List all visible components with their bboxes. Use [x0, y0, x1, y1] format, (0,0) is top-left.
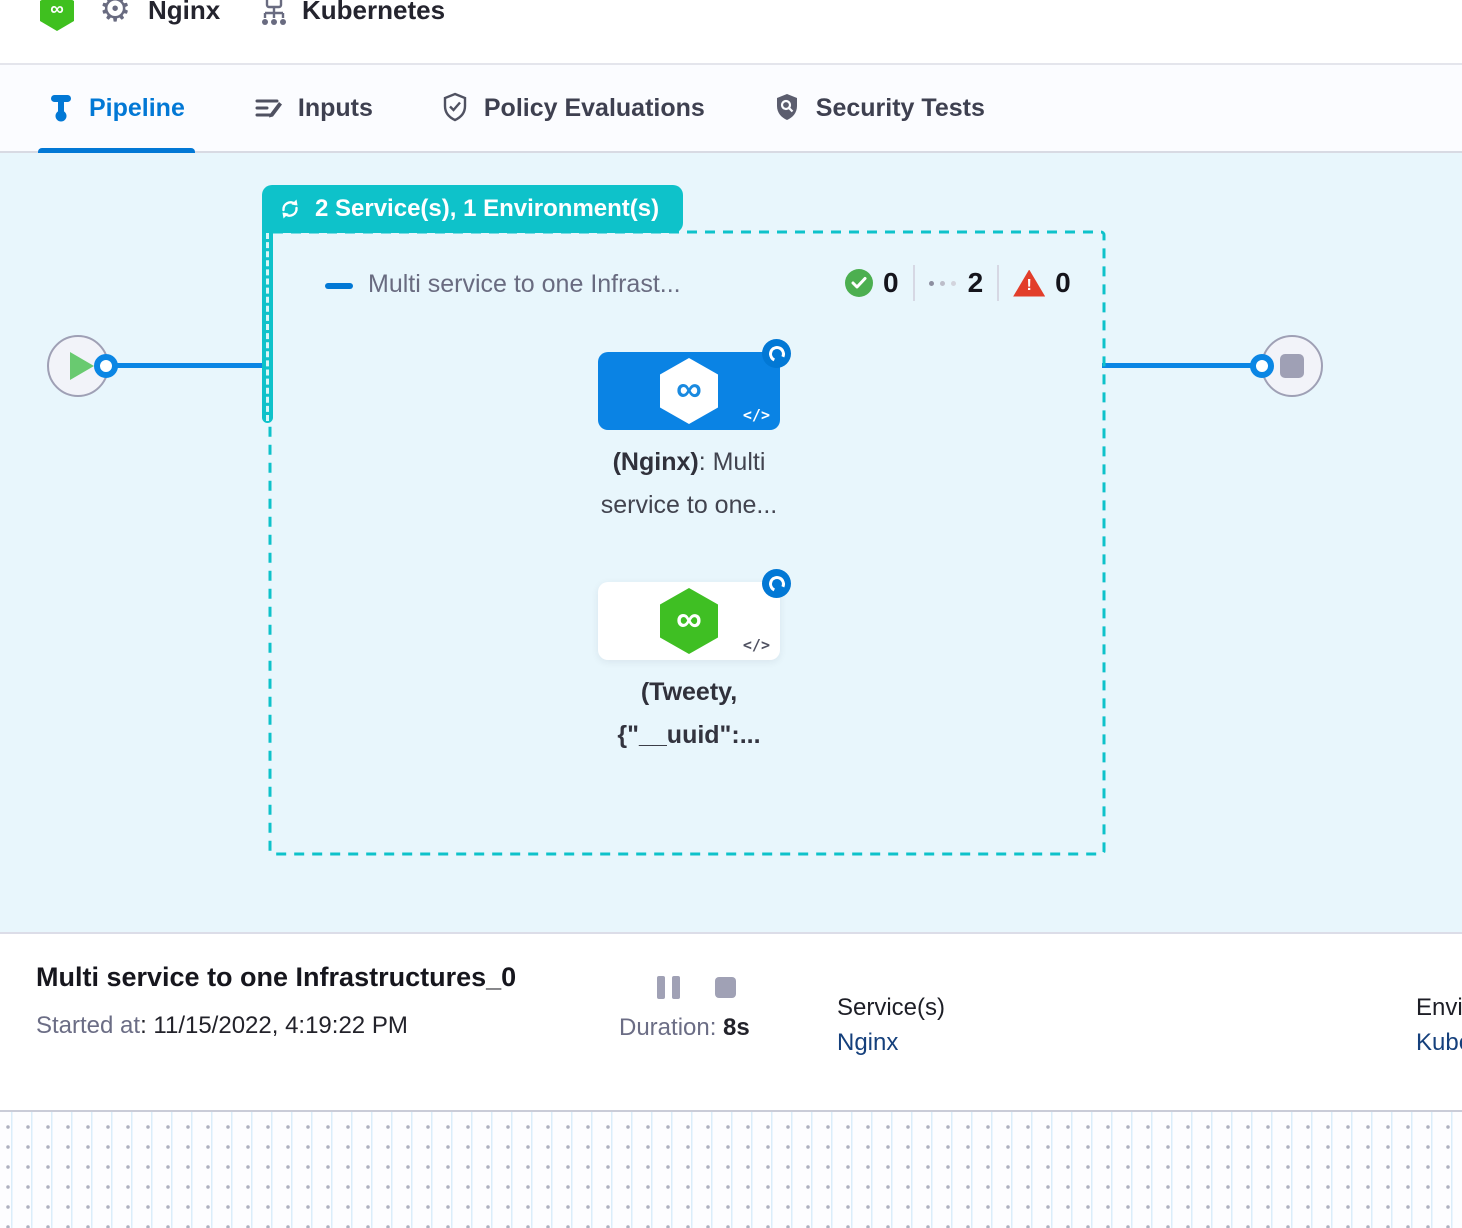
inputs-icon — [253, 93, 283, 123]
play-icon — [69, 352, 94, 380]
pause-button[interactable] — [657, 976, 680, 999]
services-environments-badge[interactable]: 2 Service(s), 1 Environment(s) — [262, 185, 684, 233]
success-check-icon — [845, 269, 873, 297]
failed-count: 0 — [1055, 267, 1071, 298]
running-spinner-icon — [762, 569, 791, 598]
code-badge: </> — [742, 636, 770, 654]
start-connector-dot[interactable] — [94, 354, 118, 378]
harness-ci-icon: ∞ — [660, 588, 718, 654]
started-at-value: : 11/15/2022, 4:19:22 PM — [140, 1012, 408, 1039]
running-spinner-icon — [762, 339, 791, 368]
stage-label-tweety[interactable]: (Tweety, {"__uuid":... — [549, 671, 829, 757]
tab-bar: Pipeline Inputs Policy Evaluations — [0, 63, 1462, 153]
started-at-row: Started at: 11/15/2022, 4:19:22 PM — [36, 1012, 408, 1040]
services-label: Service(s) — [837, 994, 946, 1021]
gear-icon: ⚙ — [99, 0, 132, 29]
stage-name-rest: : Multi — [698, 448, 766, 476]
harness-cd-icon: ∞ — [660, 358, 718, 424]
tab-policy-evaluations[interactable]: Policy Evaluations — [431, 65, 715, 151]
running-dots-icon — [928, 280, 956, 286]
stage-name-line2: service to one... — [600, 491, 778, 519]
flow-line-right — [1102, 363, 1254, 368]
flow-line-left — [112, 363, 264, 368]
harness-service-icon: ∞ — [40, 0, 74, 31]
stage-card-nginx[interactable]: ∞ </> — [598, 339, 791, 430]
tab-security-label: Security Tests — [815, 93, 985, 122]
pipeline-canvas[interactable]: 2 Service(s), 1 Environment(s) Multi ser… — [0, 153, 1462, 932]
services-link[interactable]: Nginx — [837, 1029, 899, 1056]
duration-value: 8s — [716, 1014, 750, 1041]
execution-title: Multi service to one Infrastructures_0 — [36, 962, 517, 992]
header-service-name[interactable]: Nginx — [148, 0, 221, 25]
pipeline-icon — [48, 93, 74, 123]
tab-pipeline[interactable]: Pipeline — [38, 65, 195, 153]
stage-label-nginx[interactable]: (Nginx): Multi service to one... — [549, 441, 829, 527]
count-divider — [997, 265, 1000, 301]
duration-row: Duration: 8s — [619, 1014, 750, 1042]
refresh-icon — [277, 196, 303, 222]
stage-group-dashed-border — [268, 230, 1106, 856]
collapse-group-button[interactable] — [325, 283, 353, 289]
environments-link[interactable]: Kubernetes — [1416, 1029, 1462, 1056]
stage-name-bold: (Nginx) — [612, 448, 699, 476]
stop-button[interactable] — [715, 977, 736, 998]
count-divider — [912, 265, 915, 301]
stage-card-tweety[interactable]: ∞ </> — [598, 569, 791, 660]
header-environment-name[interactable]: Kubernetes — [302, 0, 446, 25]
code-badge: </> — [742, 406, 770, 424]
end-connector-dot[interactable] — [1250, 354, 1274, 378]
shield-check-icon — [441, 92, 469, 124]
stage-name-bold: (Tweety, — [640, 678, 738, 706]
environments-label: Environment(s) — [1416, 994, 1462, 1021]
tab-inputs-label: Inputs — [297, 93, 373, 122]
tab-security-tests[interactable]: Security Tests — [763, 65, 995, 151]
infinity-glyph: ∞ — [676, 368, 702, 409]
duration-label: Duration: — [619, 1014, 717, 1041]
shield-scan-icon — [773, 92, 801, 124]
stop-square-icon — [1280, 354, 1304, 378]
tab-inputs[interactable]: Inputs — [243, 65, 383, 151]
stage-group-title[interactable]: Multi service to one Infrast... — [368, 270, 681, 298]
infrastructure-icon — [258, 0, 290, 28]
group-strip-dashes — [266, 233, 269, 422]
execution-details-bar: Multi service to one Infrastructures_0 S… — [0, 932, 1462, 1110]
console-grid-area[interactable] — [0, 1110, 1462, 1228]
success-count: 0 — [883, 267, 899, 298]
running-count: 2 — [967, 267, 984, 298]
tab-policy-label: Policy Evaluations — [483, 93, 705, 122]
stage-name-line2: {"__uuid":... — [617, 721, 761, 749]
stage-status-counts: 0 2 ! 0 — [845, 265, 1071, 301]
group-badge-label: 2 Service(s), 1 Environment(s) — [315, 195, 660, 222]
infinity-glyph: ∞ — [50, 0, 64, 20]
infinity-glyph: ∞ — [676, 598, 702, 639]
breadcrumb-header: ∞ ⚙ Nginx Kubernetes — [0, 0, 1462, 63]
started-at-label: Started at — [36, 1012, 141, 1039]
tab-pipeline-label: Pipeline — [89, 93, 185, 122]
group-left-strip — [262, 231, 273, 423]
